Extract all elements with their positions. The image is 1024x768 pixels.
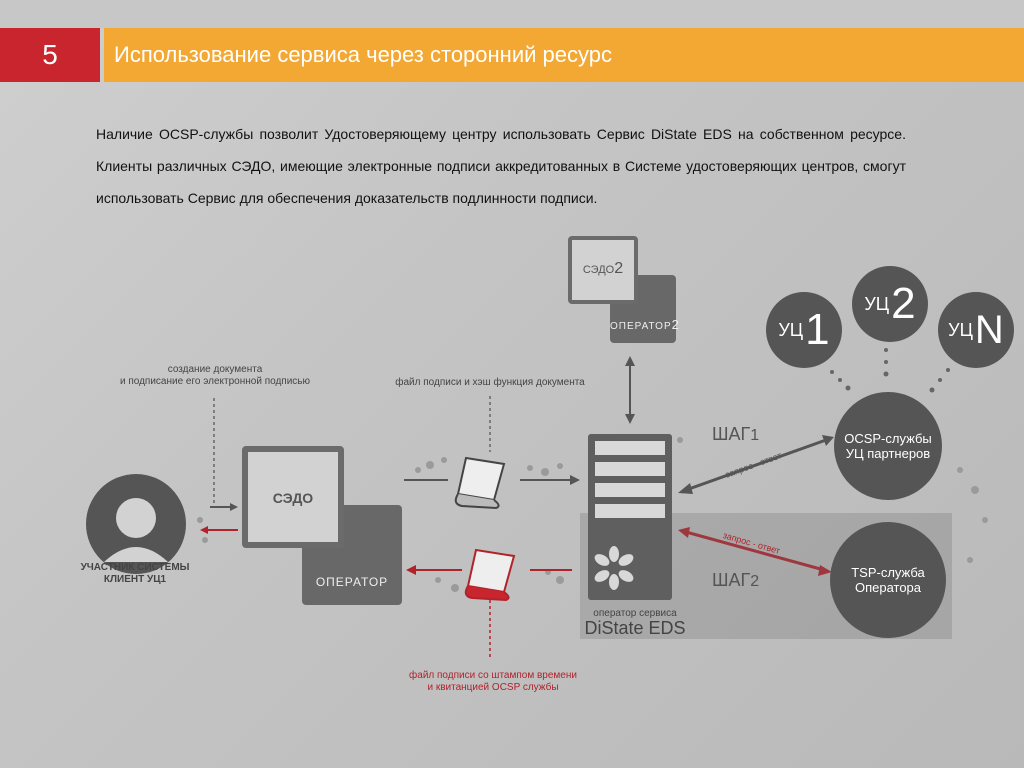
operator2-label: ОПЕРАТОР2: [610, 317, 679, 332]
decor-dots: [197, 437, 988, 592]
caN-num: N: [974, 307, 1004, 352]
sedo2-label: СЭДО2: [572, 260, 634, 278]
ca2-label: УЦ: [864, 293, 890, 314]
stamped-document-icon: [464, 548, 516, 602]
ocsp-line2: УЦ партнеров: [845, 446, 931, 461]
client-label-line2: КЛИЕНТ УЦ1: [103, 574, 167, 585]
ca1-label: УЦ: [778, 319, 804, 340]
slide-title-text: Использование сервиса через сторонний ре…: [114, 42, 612, 67]
caption-stamp: файл подписи со штампом времени и квитан…: [388, 670, 598, 694]
user-icon: [104, 498, 168, 562]
operator2-num: 2: [671, 317, 680, 332]
sedo2-num: 2: [614, 260, 624, 277]
caption-create-line2: и подписание его электронной подписью: [119, 376, 311, 387]
server-name: DiState EDS: [584, 618, 686, 638]
caption-file-hash: файл подписи и хэш функция документа: [395, 377, 585, 388]
caN-label: УЦ: [948, 319, 973, 340]
operator-label: ОПЕРАТОР: [315, 575, 389, 589]
sedo2-box: СЭДО2: [568, 236, 638, 304]
caption-create: создание документа и подписание его элек…: [110, 364, 320, 388]
sedo-box: СЭДО: [242, 446, 344, 548]
ca2-num: 2: [891, 279, 916, 328]
tsp-line1: TSP-служба: [851, 565, 925, 580]
step1-text: ШАГ: [712, 424, 751, 444]
server-icon: [588, 434, 672, 600]
ca1-num: 1: [805, 305, 830, 354]
client-label: УЧАСТНИК СИСТЕМЫ КЛИЕНТ УЦ1: [40, 562, 230, 586]
intro-paragraph: Наличие OCSP-службы позволит Удостоверяю…: [96, 126, 906, 206]
step2-label: ШАГ2: [712, 570, 759, 591]
step2-num: 2: [750, 573, 760, 590]
document-icon: [454, 456, 506, 510]
caption-stamp-line1: файл подписи со штампом времени: [409, 670, 577, 681]
caption-stamp-line2: и квитанцией OCSP службы: [427, 682, 559, 693]
slide-number: 5: [0, 28, 100, 82]
operator2-text: ОПЕРАТОР: [610, 321, 672, 332]
caption-create-line1: создание документа: [167, 364, 263, 375]
step1-label: ШАГ1: [712, 424, 759, 445]
sedo2-text: СЭДО: [582, 264, 615, 276]
top-strip: [0, 0, 1024, 28]
ocsp-line1: OCSP-службы: [844, 431, 932, 446]
step1-num: 1: [750, 427, 760, 444]
sedo-label: СЭДО: [272, 490, 314, 506]
step2-text: ШАГ: [712, 570, 751, 590]
slide-title: Использование сервиса через сторонний ре…: [104, 28, 1024, 82]
client-label-line1: УЧАСТНИК СИСТЕМЫ: [80, 562, 190, 573]
tsp-line2: Оператора: [854, 580, 922, 595]
server-caption: оператор сервиса: [593, 608, 677, 619]
